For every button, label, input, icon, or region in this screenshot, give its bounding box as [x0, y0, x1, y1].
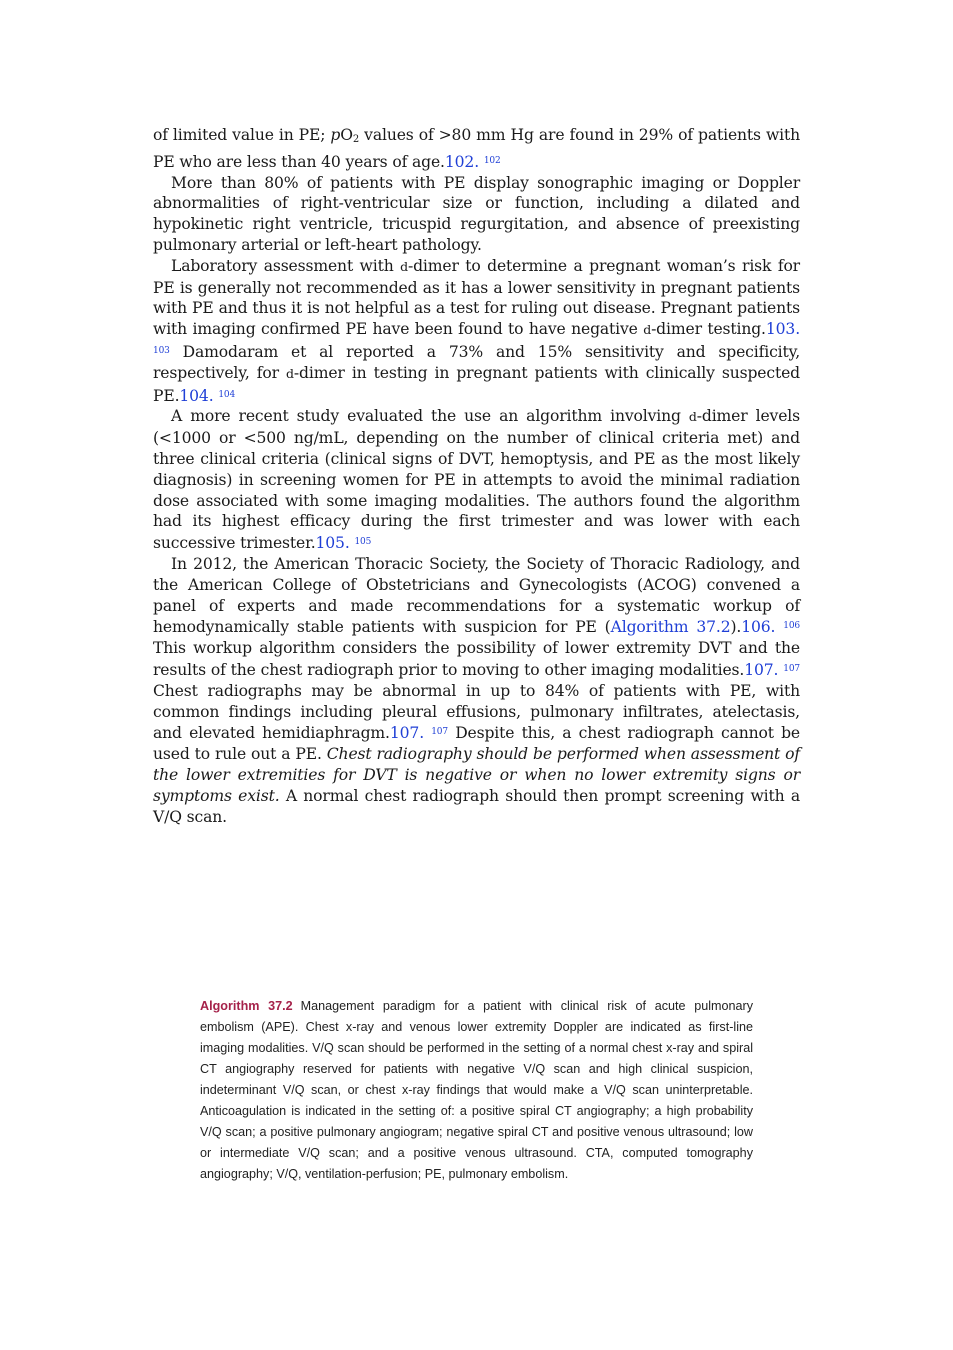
text-run: -dimer to determine a pregnant woman’s r…: [153, 256, 800, 339]
text-run-italic: p: [330, 126, 341, 144]
reference-superscript[interactable]: 104: [218, 389, 236, 400]
reference-superscript[interactable]: 103: [153, 345, 170, 356]
reference-superscript[interactable]: 105: [354, 537, 372, 548]
text-run: of limited value in PE;: [153, 126, 331, 144]
text-run: In 2012, the American Thoracic Society, …: [153, 554, 800, 637]
text-run: Laboratory assessment with: [171, 256, 401, 275]
reference-link[interactable]: 107.: [744, 660, 779, 679]
reference-link[interactable]: 105.: [315, 534, 350, 553]
small-caps-d: d: [286, 365, 294, 381]
reference-superscript[interactable]: 107: [783, 663, 800, 674]
text-run: Chest radiographs may be abnormal in up …: [153, 681, 800, 743]
reference-superscript[interactable]: 106: [783, 621, 801, 632]
reference-link[interactable]: 102.: [444, 152, 479, 171]
text-run: -dimer testing.: [651, 320, 766, 339]
text-run: Damodaram et al reported a 73% and 15% s…: [153, 342, 800, 382]
text-run: This workup algorithm considers the poss…: [153, 639, 800, 679]
reference-superscript[interactable]: 107: [431, 727, 448, 738]
paragraph-2: More than 80% of patients with PE displa…: [153, 173, 800, 254]
reference-superscript[interactable]: 102: [483, 155, 501, 166]
text-run: ).: [730, 618, 742, 637]
paragraph-5: In 2012, the American Thoracic Society, …: [153, 554, 800, 827]
text-run: -dimer in testing in pregnant patients w…: [153, 363, 800, 405]
caption-text: Management paradigm for a patient with c…: [200, 999, 753, 1181]
text-run: O: [340, 126, 353, 144]
subscript: 2: [352, 134, 360, 145]
text-run-italic: Chest radiography should be performed wh…: [153, 745, 801, 805]
text-run: Despite this, a chest radiograph cannot …: [153, 724, 801, 764]
paragraph-1: of limited value in PE; pO2 values of >8…: [153, 125, 800, 173]
reference-link[interactable]: 103.: [765, 320, 800, 339]
text-run: values of >80 mm Hg are found in 29% of …: [153, 126, 800, 171]
reference-link[interactable]: 107.: [389, 724, 424, 743]
text-run: A normal chest radiograph should then pr…: [153, 786, 800, 826]
caption-label: Algorithm 37.2: [200, 999, 293, 1013]
small-caps-d: d: [643, 322, 652, 338]
body-text: of limited value in PE; pO2 values of >8…: [153, 125, 800, 827]
text-run: A more recent study evaluated the use an…: [171, 407, 689, 426]
reference-link[interactable]: 104.: [179, 386, 214, 405]
small-caps-d: d: [400, 258, 408, 274]
reference-link[interactable]: 106.: [741, 618, 776, 637]
small-caps-d: d: [688, 409, 697, 425]
algorithm-link[interactable]: Algorithm 37.2: [610, 618, 731, 637]
paragraph-3: Laboratory assessment with d-dimer to de…: [153, 256, 800, 407]
paragraph-4: A more recent study evaluated the use an…: [153, 406, 800, 554]
text-run: -dimer levels (<1000 or <500 ng/mL, depe…: [153, 407, 800, 553]
